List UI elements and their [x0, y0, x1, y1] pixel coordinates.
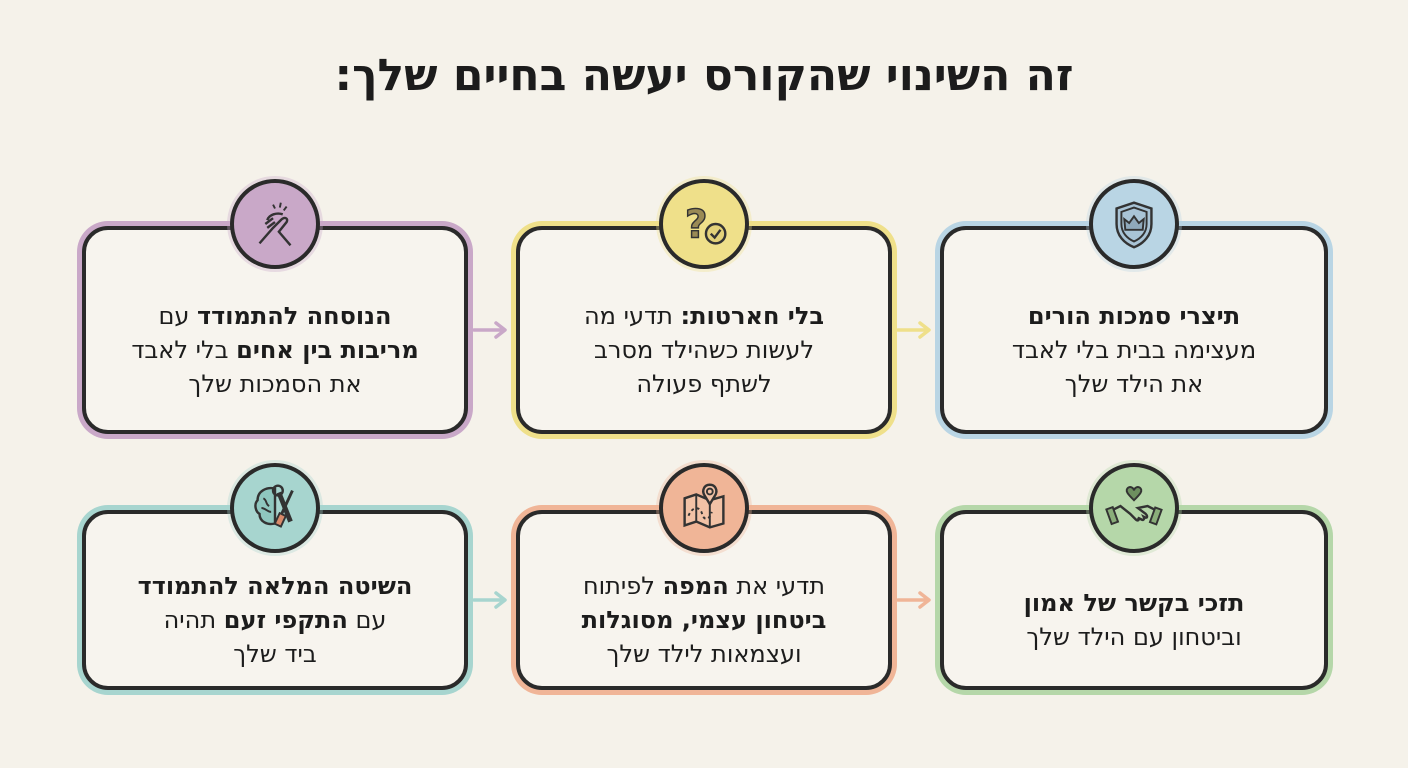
card-text-line: את הסמכות שלך	[131, 367, 418, 401]
arrow-right-icon	[896, 320, 934, 340]
text-segment: ביד שלך	[233, 640, 317, 668]
text-segment: תדעי מה	[583, 302, 681, 330]
bold-text: תזכי בקשר של אמון	[1023, 589, 1245, 617]
text-segment: עם	[158, 302, 198, 330]
text-segment: עם	[347, 606, 387, 634]
card-text-line: עם התקפי זעם תהיה	[138, 603, 413, 637]
text-segment: וביטחון עם הילד שלך	[1026, 623, 1242, 651]
card-text-line: השיטה המלאה להתמודד	[138, 569, 413, 603]
card-text-line: וביטחון עם הילד שלך	[1024, 620, 1245, 654]
card-text-line: בלי חארטות: תדעי מה	[584, 299, 824, 333]
bold-text: השיטה המלאה להתמודד	[137, 572, 413, 600]
clasped-hands-icon	[230, 179, 320, 269]
card-text: בלי חארטות: תדעי מה לעשות כשהילד מסרב לשתף…	[564, 259, 844, 401]
card-text-line: מעצימה בבית בלי לאבד	[1012, 333, 1256, 367]
card-text: השיטה המלאה להתמודד עם התקפי זעם תהיה ביד …	[118, 529, 433, 671]
svg-text:?: ?	[685, 203, 707, 248]
text-segment: לשתף פעולה	[636, 370, 772, 398]
card-text: תיצרי סמכות הורים מעצימה בבית בלי לאבד את …	[992, 259, 1276, 401]
arrow-right-icon	[472, 590, 510, 610]
handshake-heart-icon	[1089, 463, 1179, 553]
text-segment: לעשות כשהילד מסרב	[593, 336, 815, 364]
card-text-line: תזכי בקשר של אמון	[1024, 586, 1245, 620]
card-text-line: לעשות כשהילד מסרב	[584, 333, 824, 367]
text-segment: ועצמאות לילד שלך	[606, 640, 802, 668]
bold-text: מריבות בין אחים	[236, 336, 419, 364]
map-pin-icon	[659, 463, 749, 553]
brain-wrench-icon	[230, 463, 320, 553]
card-text-line: תדעי את המפה לפיתוח	[582, 569, 827, 603]
text-segment: את הסמכות שלך	[188, 370, 362, 398]
feature-card: השיטה המלאה להתמודד עם התקפי זעם תהיה ביד …	[82, 510, 468, 690]
bold-text: בלי חארטות:	[680, 302, 825, 330]
arrow-right-icon	[896, 590, 934, 610]
card-text-line: ועצמאות לילד שלך	[582, 637, 827, 671]
card-text-line: מריבות בין אחים בלי לאבד	[131, 333, 418, 367]
card-text-line: הנוסחה להתמודד עם	[131, 299, 418, 333]
arrow-right-icon	[472, 320, 510, 340]
text-segment: מעצימה בבית בלי לאבד	[1011, 336, 1257, 364]
feature-card: תדעי את המפה לפיתוח ביטחון עצמי, מסוגלות ו…	[516, 510, 892, 690]
page-title: זה השינוי שהקורס יעשה בחיים שלך:	[334, 50, 1074, 101]
bold-text: הנוסחה להתמודד	[197, 302, 392, 330]
text-segment: לפיתוח	[582, 572, 663, 600]
card-text-line: ביד שלך	[138, 637, 413, 671]
card-text: תזכי בקשר של אמון וביטחון עם הילד שלך	[1004, 546, 1265, 654]
bold-text: התקפי זעם	[223, 606, 348, 634]
question-check-icon: ?	[659, 179, 749, 269]
card-text-line: את הילד שלך	[1012, 367, 1256, 401]
shield-crown-icon	[1089, 179, 1179, 269]
bold-text: תיצרי סמכות הורים	[1027, 302, 1241, 330]
text-segment: תדעי את	[728, 572, 826, 600]
text-segment: תהיה	[163, 606, 224, 634]
bold-text: המפה	[662, 572, 729, 600]
card-text-line: תיצרי סמכות הורים	[1012, 299, 1256, 333]
text-segment: בלי לאבד	[131, 336, 237, 364]
card-text-line: לשתף פעולה	[584, 367, 824, 401]
bold-text: ביטחון עצמי, מסוגלות	[581, 606, 827, 634]
card-text-line: ביטחון עצמי, מסוגלות	[582, 603, 827, 637]
text-segment: את הילד שלך	[1064, 370, 1204, 398]
card-text: תדעי את המפה לפיתוח ביטחון עצמי, מסוגלות ו…	[562, 529, 847, 671]
